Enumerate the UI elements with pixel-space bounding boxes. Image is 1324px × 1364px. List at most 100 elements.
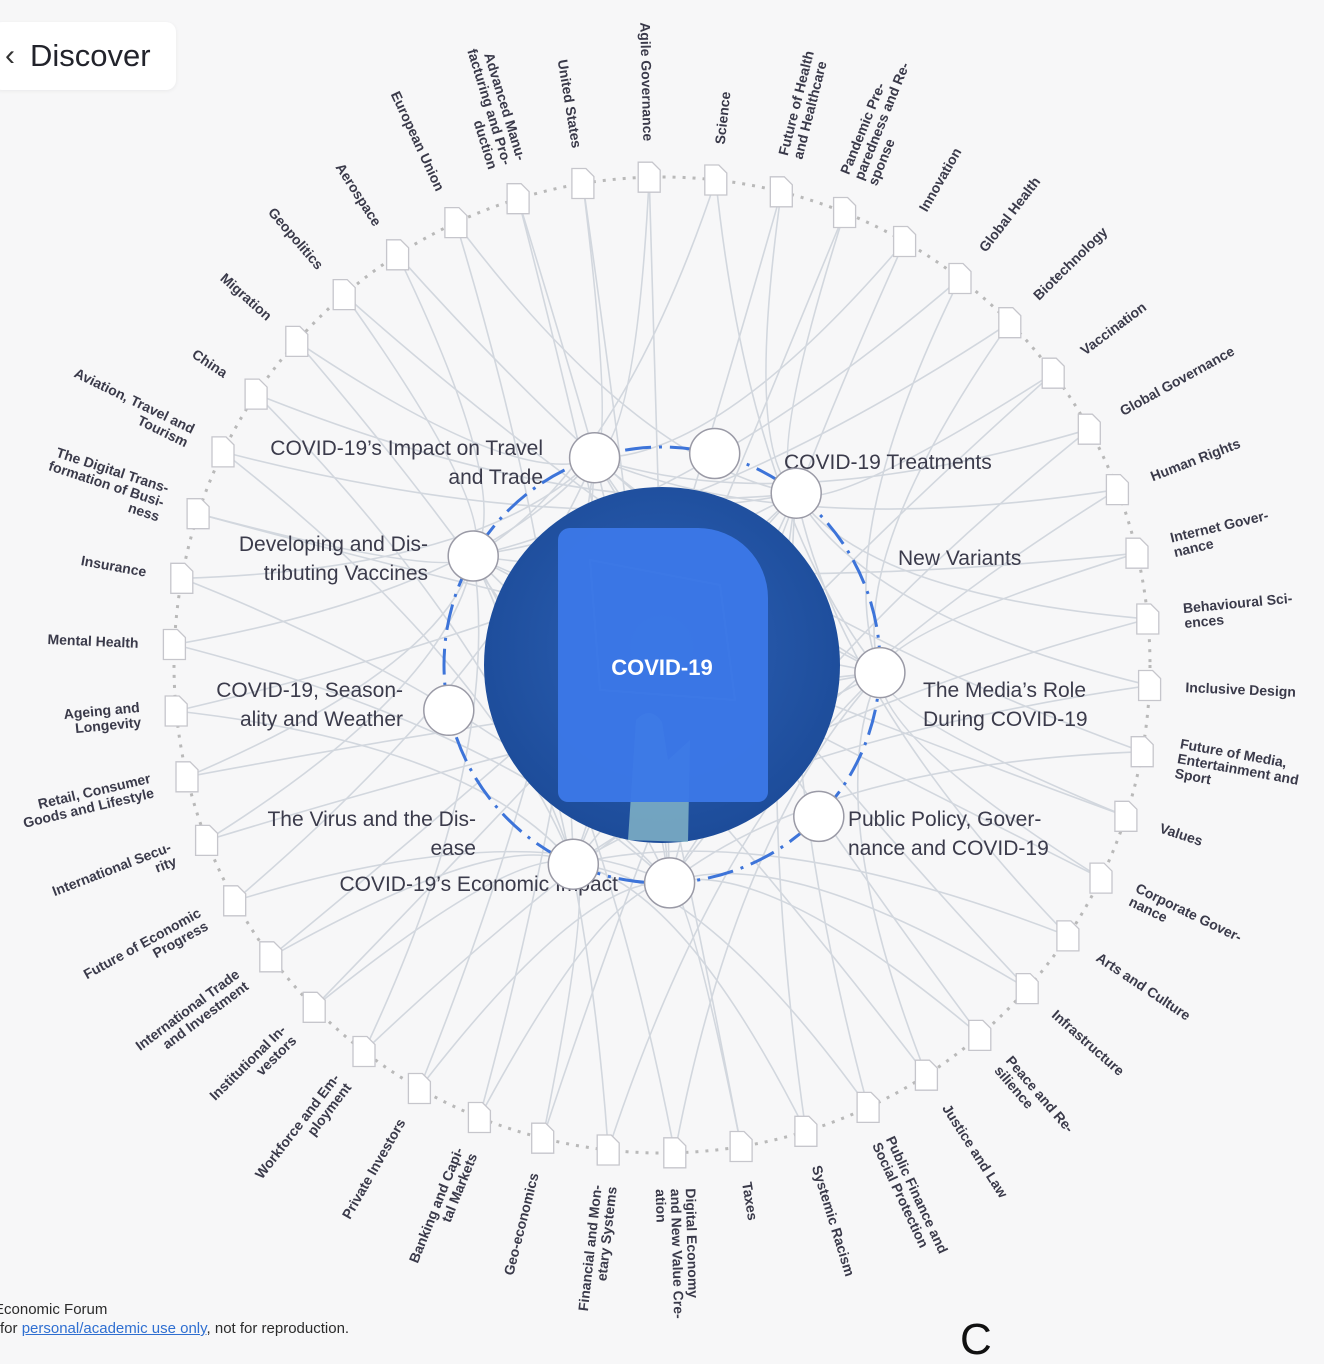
topic-card [558, 528, 768, 802]
connection-line [573, 863, 869, 1108]
subtopic-node-covid-19-treatments[interactable]: COVID-19 Treatments [688, 427, 992, 480]
subtopic-node-covid-19-season-ality-and-weather[interactable]: COVID-19, Season-ality and Weather [216, 679, 475, 737]
topic-node-the-digital-trans-formation-of-busi-ness[interactable]: The Digital Trans-formation of Busi-ness [42, 443, 210, 530]
topic-label: Retail, ConsumerGoods and Lifestyle [18, 770, 156, 831]
topic-node-global-health[interactable]: Global Health [948, 174, 1043, 295]
connection-line [669, 872, 1028, 990]
topic-node-china[interactable]: China [189, 346, 268, 410]
topic-node-financial-and-mon-etary-systems[interactable]: Financial and Mon-etary Systems [575, 1134, 620, 1314]
connection-line [174, 643, 671, 884]
topic-node-future-of-health-and-healthcare[interactable]: Future of Healthand Healthcare [769, 49, 831, 208]
topic-node-mental-health[interactable]: Mental Health [47, 628, 187, 661]
topic-node-peace-and-re-silience[interactable]: Peace and Re-silience [968, 1019, 1078, 1146]
topic-node-european-union[interactable]: European Union [388, 89, 468, 239]
connection-line [573, 850, 1069, 937]
document-icon [186, 498, 210, 530]
document-icon [531, 1122, 555, 1154]
subtopic-node-covid-19-s-economic-impact[interactable]: COVID-19’s Economic Impact [339, 857, 696, 909]
document-icon [407, 1072, 432, 1105]
topic-node-internet-gover-nance[interactable]: Internet Gover-nance [1125, 507, 1274, 569]
footer-suffix: , not for reproduction. [206, 1320, 350, 1337]
document-icon [1136, 603, 1160, 635]
document-icon [892, 225, 917, 258]
center-node[interactable]: COVID-19 [484, 487, 840, 843]
discover-back-button[interactable]: ‹ Discover [0, 22, 176, 90]
topic-node-aerospace[interactable]: Aerospace [333, 160, 410, 271]
document-icon [596, 1134, 620, 1166]
document-icon [637, 161, 661, 193]
footer-prefix: for [0, 1320, 22, 1337]
topic-node-arts-and-culture[interactable]: Arts and Culture [1056, 920, 1194, 1024]
document-icon [385, 239, 410, 271]
subtopic-node-new-variants[interactable]: New Variants [770, 467, 1021, 570]
topic-label: Advanced Manu-facturing and Pro-duction [450, 42, 530, 171]
topic-node-agile-governance[interactable]: Agile Governance [637, 22, 661, 193]
document-icon [170, 562, 194, 594]
topic-node-human-rights[interactable]: Human Rights [1105, 435, 1243, 506]
topic-node-geo-economics[interactable]: Geo-economics [500, 1122, 555, 1277]
topic-node-innovation[interactable]: Innovation [892, 145, 965, 258]
subtopic-circle [547, 838, 600, 890]
document-icon [444, 206, 468, 239]
usage-link[interactable]: personal/academic use only [21, 1320, 207, 1337]
document-icon [223, 885, 247, 917]
topic-node-justice-and-law[interactable]: Justice and Law [914, 1059, 1011, 1201]
topic-node-public-finance-and-social-protection[interactable]: Public Finance andSocial Protection [856, 1091, 951, 1262]
topic-node-advanced-manu-facturing-and-pro-duction[interactable]: Advanced Manu-facturing and Pro-duction [450, 42, 530, 215]
topic-node-inclusive-design[interactable]: Inclusive Design [1137, 669, 1297, 702]
topic-node-biotechnology[interactable]: Biotechnology [998, 223, 1111, 339]
back-label: Discover [30, 38, 151, 73]
subtopic-node-developing-and-dis-tributing-vaccines[interactable]: Developing and Dis-tributing Vaccines [239, 530, 499, 585]
topic-node-private-investors[interactable]: Private Investors [339, 1072, 432, 1222]
connection-line [582, 183, 604, 459]
topic-label: Peace and Re-silience [991, 1053, 1077, 1146]
topic-node-infrastructure[interactable]: Infrastructure [1015, 972, 1128, 1079]
connection-line [255, 393, 797, 499]
connection-line [573, 863, 807, 1132]
subtopic-node-public-policy-gover-nance-and-covid-19[interactable]: Public Policy, Gover-nance and COVID-19 [793, 790, 1049, 860]
topic-node-ageing-and-longevity[interactable]: Ageing andLongevity [63, 695, 188, 737]
topic-label: Public Finance andSocial Protection [869, 1133, 951, 1262]
document-icon [162, 628, 187, 661]
document-icon [194, 824, 219, 857]
connection-line [455, 222, 797, 494]
topic-label: Arts and Culture [1093, 949, 1193, 1023]
document-icon [285, 325, 309, 358]
topic-node-united-states[interactable]: United States [555, 58, 595, 200]
topic-node-taxes[interactable]: Taxes [729, 1130, 761, 1222]
connection-line [206, 555, 474, 842]
topic-label: Banking and Capi-tal Markets [406, 1145, 481, 1271]
footer-line-2: for personal/academic use only, not for … [0, 1319, 349, 1338]
topic-node-aviation-travel-and-tourism[interactable]: Aviation, Travel andTourism [65, 365, 235, 468]
topic-node-values[interactable]: Values [1114, 800, 1205, 849]
topic-node-science[interactable]: Science [704, 91, 734, 196]
connection-line [234, 850, 670, 902]
topic-node-migration[interactable]: Migration [217, 270, 309, 358]
topic-node-pandemic-pre-paredness-and-re-sponse[interactable]: Pandemic Pre-paredness and Re-sponse [832, 54, 927, 229]
footer-line-1: Economic Forum [0, 1301, 108, 1318]
topic-node-retail-consumer-goods-and-lifestyle[interactable]: Retail, ConsumerGoods and Lifestyle [18, 761, 199, 831]
topic-node-future-of-media-entertainment-and-sport[interactable]: Future of Media,Entertainment andSport [1130, 735, 1303, 802]
topic-node-international-secu-rity[interactable]: International Secu-rity [50, 824, 219, 913]
document-icon [506, 183, 530, 215]
topic-node-insurance[interactable]: Insurance [80, 552, 194, 594]
topic-node-global-governance[interactable]: Global Governance [1077, 343, 1237, 445]
topic-node-behavioural-sci-ences[interactable]: Behavioural Sci-ences [1136, 590, 1295, 635]
subtopic-node-the-virus-and-the-dis-ease[interactable]: The Virus and the Dis-ease [267, 808, 600, 890]
topic-node-geopolitics[interactable]: Geopolitics [265, 204, 356, 311]
connection-line [674, 672, 881, 1153]
topic-node-digital-economy-and-new-value-cre-ation[interactable]: Digital Economyand New Value Cre-ation [653, 1137, 702, 1320]
topic-label: Systemic Racism [809, 1163, 858, 1278]
topic-node-banking-and-capi-tal-markets[interactable]: Banking and Capi-tal Markets [406, 1101, 492, 1271]
topic-label: The Digital Trans-formation of Busi-ness [42, 443, 171, 524]
topic-node-vaccination[interactable]: Vaccination [1041, 299, 1149, 389]
topic-label: Migration [217, 270, 275, 324]
topic-label: Taxes [739, 1181, 761, 1222]
connection-line [186, 555, 474, 778]
topic-node-corporate-gover-nance[interactable]: Corporate Gover-nance [1089, 862, 1245, 958]
topic-node-systemic-racism[interactable]: Systemic Racism [794, 1115, 858, 1278]
topic-label: United States [555, 58, 585, 149]
